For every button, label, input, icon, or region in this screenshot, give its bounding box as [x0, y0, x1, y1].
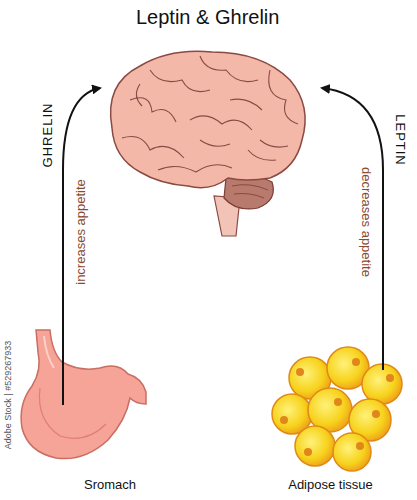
brain [111, 51, 306, 236]
effect-label: decreases appetite [359, 167, 374, 277]
watermark: Adobe Stock | #529267933 [3, 341, 13, 449]
organ-label-box: Sromach [20, 330, 200, 492]
effect-label: increases appetite [73, 179, 88, 285]
leptin-arrow [322, 88, 383, 370]
ghrelin-arrow [63, 88, 100, 405]
node-label: Sromach [84, 477, 136, 492]
stomach [21, 330, 146, 459]
hormone-name: GHRELIN [40, 103, 55, 168]
node-label: Adipose tissue [288, 477, 373, 492]
tissue-label-box: Adipose tissue [248, 330, 413, 492]
hormone-name: LEPTIN [393, 114, 408, 166]
title: Leptin & Ghrelin [136, 6, 279, 29]
